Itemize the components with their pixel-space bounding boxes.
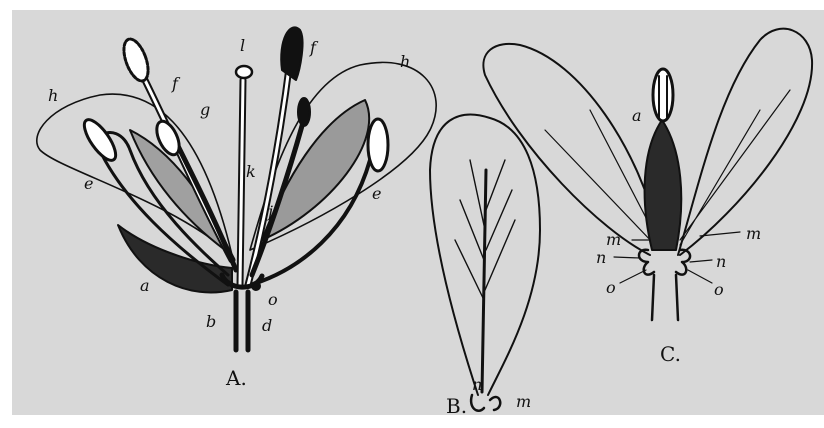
anther-e-left [79,115,121,165]
caption-c: C. [660,344,681,364]
label-c-m-left: m [606,232,621,248]
label-h-left: h [48,88,58,104]
anther-e-right [368,119,388,171]
label-c-n-right: n [716,254,726,270]
label-o: o [268,292,278,308]
stalk [236,292,248,350]
caption-a: A. [226,368,247,388]
label-l: l [240,38,245,54]
label-c-m-right: m [746,226,761,242]
label-c-o-left: o [606,280,616,296]
label-k: k [246,164,256,180]
label-b: b [206,314,216,330]
stigma-c [653,69,673,121]
label-d: d [262,318,272,334]
ovary-a [645,120,682,250]
anther-j [298,98,310,126]
anther-f-right [281,27,302,80]
caption-b: B. [446,396,467,416]
stalk-c [652,275,678,320]
label-e-left: e [84,176,93,192]
label-b-m: m [516,394,531,410]
label-c-n-left: n [596,250,606,266]
figure-b-petal [430,115,540,411]
stigma-l [236,66,252,78]
label-g: g [200,102,210,118]
petal-b-claw [471,395,500,411]
label-h-right: h [400,54,410,70]
label-c-a: a [632,108,642,124]
label-a: a [140,278,150,294]
label-c-o-right: o [714,282,724,298]
label-f-mid: f [172,76,178,92]
gland-o [252,282,260,290]
label-j: j [268,204,273,220]
figure-c-pistil [483,29,812,320]
label-e-right: e [372,186,381,202]
label-f-top: f [310,40,316,56]
anther-f-left [119,36,153,84]
petal-c-right [678,29,812,255]
petal-b-vein [482,170,486,392]
label-b-n: n [472,377,482,393]
